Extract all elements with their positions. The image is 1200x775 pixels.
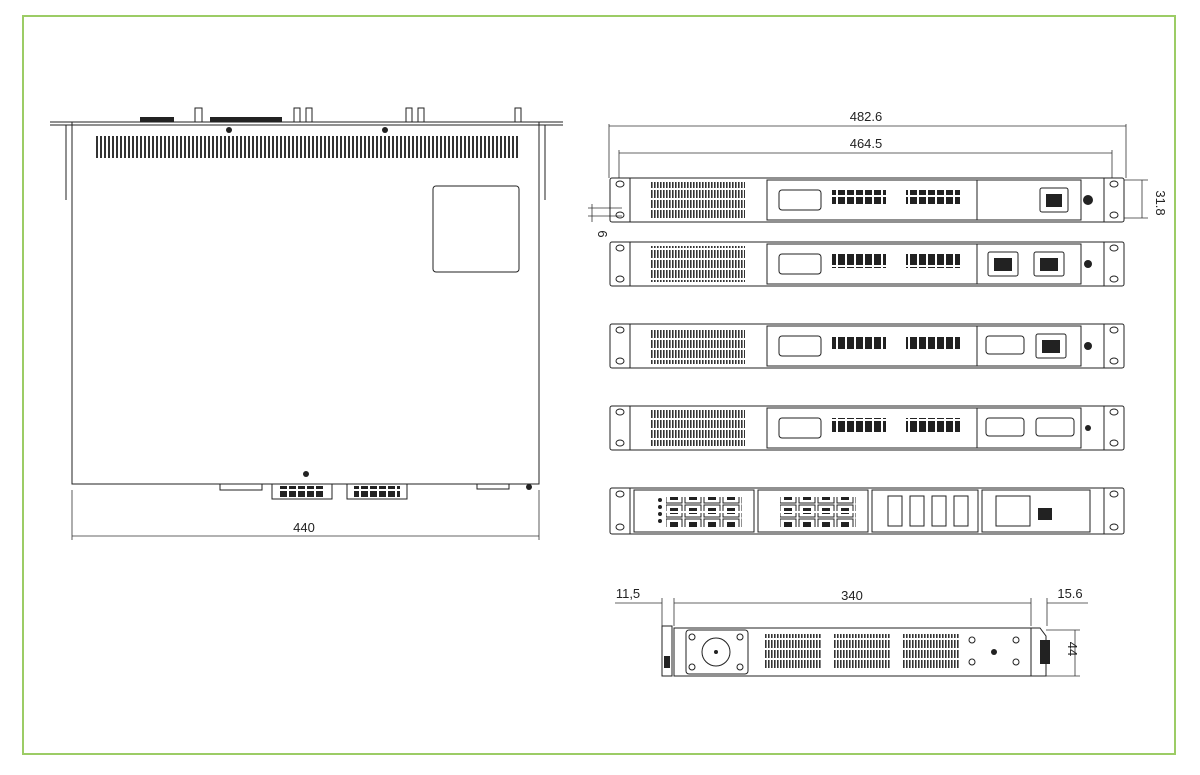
mount-width-label: 464.5 [850,136,883,151]
ear-label: 6 [595,230,610,237]
side-height-label: 44 [1065,642,1080,656]
top-view: 440 [50,107,563,540]
side-view: 11,5 340 15.6 44 [615,586,1088,677]
front-offset-label: 11,5 [616,586,640,601]
top-view-width-label: 440 [293,520,315,535]
front-view-2 [609,241,1125,287]
front-dimensions: 482.6 464.5 31.8 6 [588,109,1168,238]
depth-label: 340 [841,588,863,603]
overall-width-label: 482.6 [850,109,883,124]
rear-offset-label: 15.6 [1057,586,1082,601]
height-label: 31.8 [1153,190,1168,215]
front-view-4 [609,405,1125,451]
front-view-5 [609,487,1125,535]
front-view-1 [609,177,1125,223]
front-view-3 [609,323,1125,369]
drawing-frame [22,15,1176,755]
